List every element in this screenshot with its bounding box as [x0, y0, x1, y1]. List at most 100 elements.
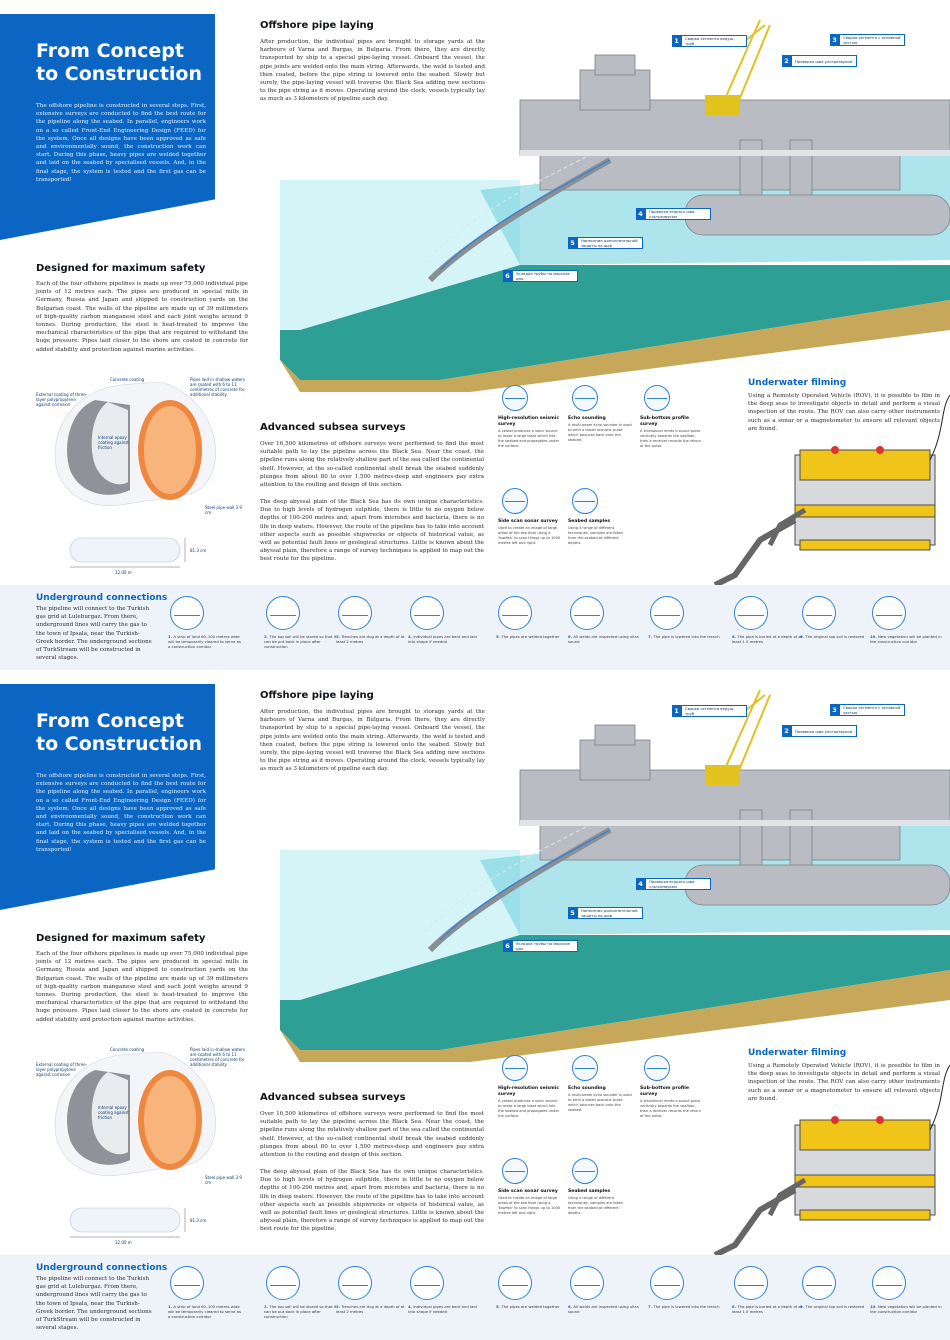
- label-internal: Internal epoxy coating against friction: [98, 1105, 129, 1120]
- step-icon: [498, 596, 532, 630]
- echo-icon: [572, 1055, 598, 1081]
- step-icon: [266, 596, 300, 630]
- step-5: 5. The pipes are welded together: [496, 596, 570, 639]
- step-icon: [170, 596, 204, 630]
- step-10: 10. New vegetation will be planted in th…: [870, 596, 944, 644]
- step-icon: [650, 1266, 684, 1300]
- offshore-text: After production, the individual pipes a…: [260, 39, 485, 103]
- offshore-heading: Offshore pipe laying: [260, 690, 374, 701]
- label-concrete: Concrete coating: [110, 377, 145, 382]
- pipe-laying-scene: [54, 19, 950, 588]
- underground-heading: Underground connections: [36, 593, 168, 603]
- subsea-text-2: The deep abyssal plain of the Black Sea …: [260, 499, 484, 563]
- label-length: 12.00 m: [115, 1240, 132, 1245]
- step-3: 3. Trenches are dug at a depth of at lea…: [336, 1266, 410, 1314]
- underground-text: The pipeline will connect to the Turkish…: [36, 1276, 152, 1332]
- step-8: 8. The pipe is buried at a depth of at l…: [732, 1266, 806, 1314]
- label-steel: Steel pipe wall 3.9 cm: [205, 1175, 242, 1185]
- step-icon: [872, 596, 906, 630]
- offshore-heading: Offshore pipe laying: [260, 20, 374, 31]
- echo-icon: [572, 385, 598, 411]
- step-3: 3. Trenches are dug at a depth of at lea…: [336, 596, 410, 644]
- filming-heading: Underwater filming: [748, 1048, 847, 1058]
- step-icon: [410, 596, 444, 630]
- safety-heading: Designed for maximum safety: [36, 933, 206, 944]
- step-icon: [570, 596, 604, 630]
- subbottom-icon: [644, 385, 670, 411]
- step-7: 7. The pipe is lowered into the trench: [648, 596, 722, 639]
- step-icon: [410, 1266, 444, 1300]
- safety-text: Each of the four offshore pipelines is m…: [36, 951, 248, 1023]
- underground-text: The pipeline will connect to the Turkish…: [36, 606, 152, 662]
- safety-heading: Designed for maximum safety: [36, 263, 206, 274]
- filming-heading: Underwater filming: [748, 378, 847, 388]
- step-9: 9. The original top soil is restored: [800, 596, 874, 639]
- step-icon: [170, 1266, 204, 1300]
- step-icon: [570, 1266, 604, 1300]
- subbottom-icon: [644, 1055, 670, 1081]
- step-icon: [734, 1266, 768, 1300]
- intro-text: The offshore pipeline is constructed in …: [36, 103, 206, 183]
- step-2: 2. The top soil will be stored so that i…: [264, 596, 338, 649]
- label-shallow: Pipes laid in shallow waters are coated …: [190, 1047, 245, 1067]
- step-6: 6. All welds are inspected using ultra s…: [568, 596, 642, 644]
- offshore-text: After production, the individual pipes a…: [260, 709, 485, 773]
- label-shallow: Pipes laid in shallow waters are coated …: [190, 377, 245, 397]
- step-icon: [266, 1266, 300, 1300]
- sidescan-icon: [502, 488, 528, 514]
- intro-text: The offshore pipeline is constructed in …: [36, 773, 206, 853]
- step-10: 10. New vegetation will be planted in th…: [870, 1266, 944, 1314]
- step-icon: [734, 596, 768, 630]
- subsea-text-1: Over 16,500 kilometres of offshore surve…: [260, 441, 484, 489]
- filming-text: Using a Remotely Operated Vehicle (ROV),…: [748, 393, 940, 432]
- step-icon: [338, 1266, 372, 1300]
- step-1: 1. A strip of land 60–100 metres wide wi…: [168, 596, 242, 649]
- step-6: 6. All welds are inspected using ultra s…: [568, 1266, 642, 1314]
- subsea-text-2: The deep abyssal plain of the Black Sea …: [260, 1169, 484, 1233]
- step-icon: [802, 1266, 836, 1300]
- label-diameter: 81.3 cm: [190, 548, 207, 553]
- underground-heading: Underground connections: [36, 1263, 168, 1273]
- step-icon: [872, 1266, 906, 1300]
- step-icon: [338, 596, 372, 630]
- seismic-icon: [502, 1055, 528, 1081]
- seismic-icon: [502, 385, 528, 411]
- label-diameter: 81.3 cm: [190, 1218, 207, 1223]
- intro-banner: [0, 684, 215, 910]
- subsea-heading: Advanced subsea surveys: [260, 1092, 406, 1103]
- step-9: 9. The original top soil is restored: [800, 1266, 874, 1309]
- samples-icon: [572, 488, 598, 514]
- label-internal: Internal epoxy coating against friction: [98, 435, 129, 450]
- label-external: External coating of three-layer polyprop…: [36, 392, 88, 407]
- underground-band: [0, 585, 950, 670]
- subsea-text-1: Over 16,500 kilometres of offshore surve…: [260, 1111, 484, 1159]
- step-5: 5. The pipes are welded together: [496, 1266, 570, 1309]
- label-steel: Steel pipe wall 3.9 cm: [205, 505, 242, 515]
- step-icon: [498, 1266, 532, 1300]
- intro-banner: [0, 14, 215, 240]
- filming-text: Using a Remotely Operated Vehicle (ROV),…: [748, 1063, 940, 1102]
